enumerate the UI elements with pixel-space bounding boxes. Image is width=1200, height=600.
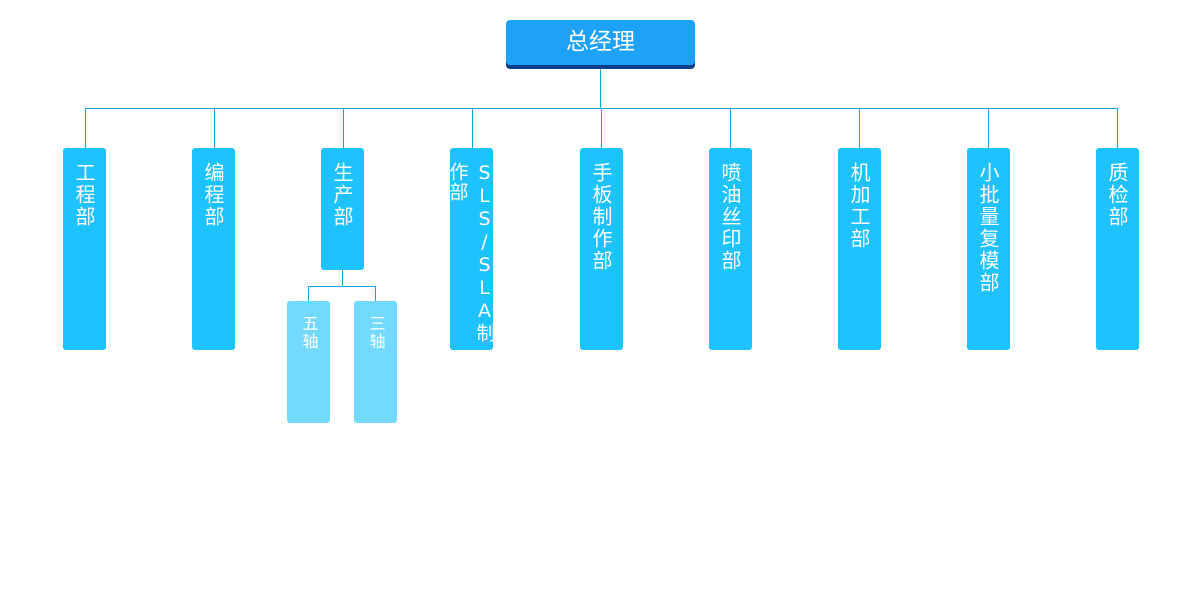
dept-sls-sla: SLS/SLA制作部: [447, 148, 496, 350]
department-drop-line: [988, 108, 989, 148]
sub-five-axis: 五轴: [287, 301, 330, 423]
department-drop-line: [859, 108, 860, 148]
dept-programming: 编程部: [192, 148, 235, 350]
dept-small-batch: 小批量复模部: [967, 148, 1010, 350]
root-connector: [600, 65, 601, 108]
production-sub-connector: [342, 270, 343, 286]
dept-qc: 质检部: [1096, 148, 1139, 350]
department-drop-line: [730, 108, 731, 148]
sub-three-axis: 三轴: [354, 301, 397, 423]
department-drop-line: [1117, 108, 1118, 148]
sub-drop-line: [375, 286, 376, 301]
department-drop-line: [472, 108, 473, 148]
dept-paint-print: 喷油丝印部: [709, 148, 752, 350]
department-drop-line: [343, 108, 344, 148]
dept-prototype: 手板制作部: [580, 148, 623, 350]
dept-production: 生产部: [321, 148, 364, 270]
production-sub-bus-line: [308, 286, 376, 287]
department-drop-line: [601, 108, 602, 148]
sub-drop-line: [308, 286, 309, 301]
general-manager-box: 总经理: [506, 20, 695, 65]
department-drop-line: [214, 108, 215, 148]
department-drop-line: [85, 108, 86, 148]
dept-engineering: 工程部: [63, 148, 106, 350]
dept-machining: 机加工部: [838, 148, 881, 350]
